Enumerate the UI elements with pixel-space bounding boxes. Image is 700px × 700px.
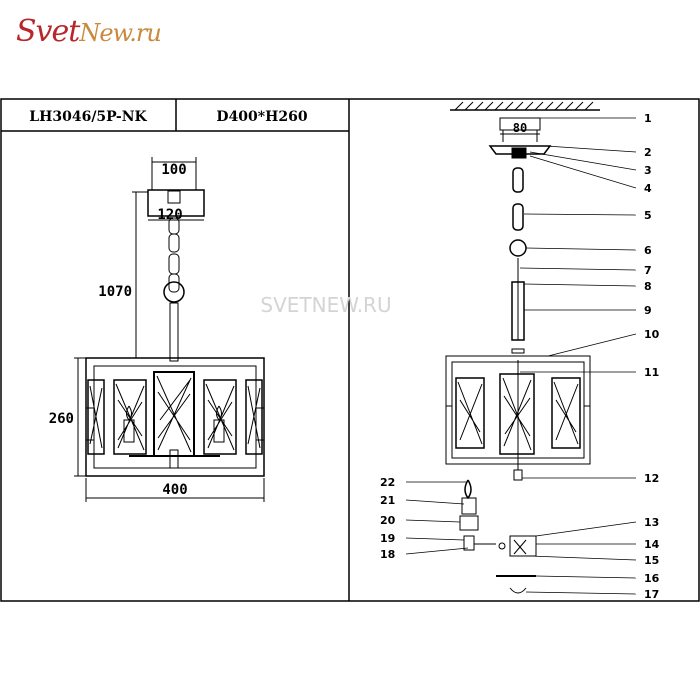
part-number: 11 <box>644 366 659 379</box>
part-number: 2 <box>644 146 652 159</box>
part-number: 19 <box>380 532 395 545</box>
part-number: 20 <box>380 514 396 527</box>
part-number: 12 <box>644 472 659 485</box>
dim-length: 1070 <box>98 284 132 300</box>
part-number: 6 <box>644 244 652 257</box>
logo-part1: Svet <box>16 14 80 49</box>
part-number: 21 <box>380 494 395 507</box>
part-numbers: 1 2 3 4 5 6 7 8 9 10 11 12 13 14 15 16 1… <box>380 112 660 601</box>
part-number: 13 <box>644 516 659 529</box>
part-number: 15 <box>644 554 659 567</box>
part-number: 4 <box>644 182 652 195</box>
logo-part2: New.ru <box>79 19 161 47</box>
model-code: LH3046/5P-NK <box>29 109 147 125</box>
dim-width: 400 <box>162 482 187 498</box>
part-number: 9 <box>644 304 652 317</box>
part-number: 17 <box>644 588 659 601</box>
watermark: SVETNEW.RU <box>260 293 391 317</box>
part-number: 14 <box>644 538 660 551</box>
right-view <box>445 101 600 594</box>
dim-height: 260 <box>49 411 74 427</box>
part-number: 7 <box>644 264 652 277</box>
dim-mount: 80 <box>513 121 527 135</box>
dim-canopy-inner: 120 <box>157 207 182 223</box>
drawing-frame <box>0 98 700 602</box>
callout-lines <box>405 117 637 595</box>
part-number: 3 <box>644 164 652 177</box>
dim-canopy: 100 <box>161 162 186 178</box>
part-number: 16 <box>644 572 660 585</box>
part-number: 5 <box>644 209 652 222</box>
part-number: 10 <box>644 328 660 341</box>
brand-logo: SvetNew.ru <box>16 14 162 49</box>
part-number: 8 <box>644 280 652 293</box>
model-size: D400*H260 <box>216 109 307 125</box>
left-view <box>74 157 265 502</box>
part-number: 22 <box>380 476 395 489</box>
part-number: 1 <box>644 112 652 125</box>
part-number: 18 <box>380 548 395 561</box>
